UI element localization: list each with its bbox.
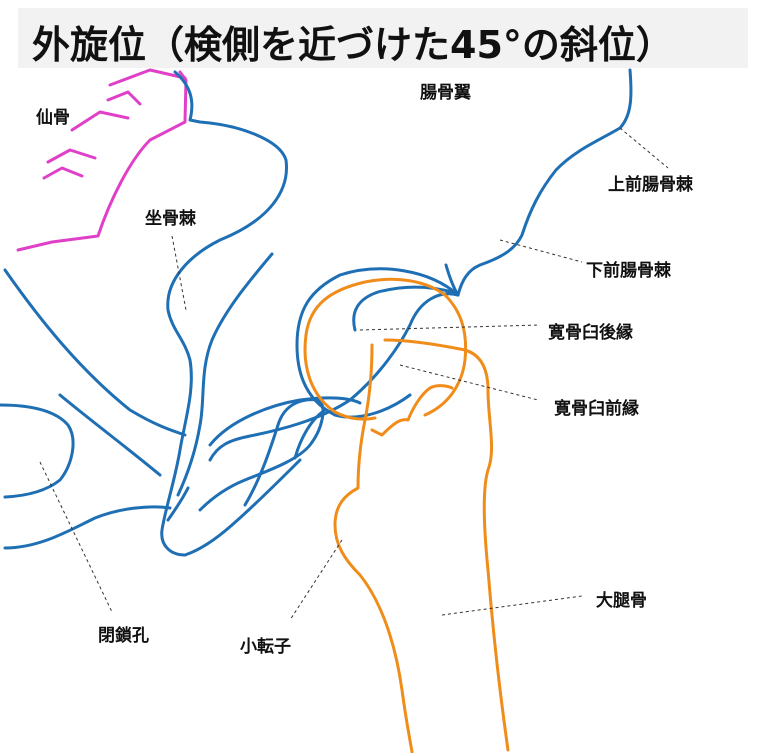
- pelvis-outline: [0, 68, 633, 557]
- label-aiis: 下前腸骨棘: [586, 261, 671, 281]
- leader-lesser-trochanter: [289, 539, 343, 621]
- label-ischial-spine: 坐骨棘: [145, 209, 196, 229]
- label-posterior-rim: 寛骨臼後縁: [548, 323, 633, 343]
- femur-outline: [303, 277, 510, 753]
- leader-posterior-rim: [359, 324, 541, 331]
- label-ilium-wing: 腸骨翼: [420, 83, 471, 103]
- label-femur: 大腿骨: [596, 591, 647, 611]
- label-obturator-foramen: 閉鎖孔: [98, 626, 149, 646]
- label-asis: 上前腸骨棘: [608, 175, 693, 195]
- leader-lines: [39, 127, 669, 621]
- title-bar: 外旋位（検側を近づけた45°の斜位）: [18, 8, 748, 68]
- leader-asis: [619, 127, 669, 169]
- sacrum-outline: [16, 68, 188, 252]
- page-title: 外旋位（検側を近づけた45°の斜位）: [32, 23, 674, 67]
- leader-aiis: [499, 239, 583, 263]
- leader-ischial-spine: [171, 235, 187, 311]
- label-lesser-trochanter: 小転子: [240, 637, 291, 657]
- leader-obturator: [39, 461, 113, 613]
- label-anterior-rim: 寛骨臼前縁: [554, 399, 639, 419]
- leader-femur: [441, 595, 583, 616]
- label-sacrum: 仙骨: [36, 108, 70, 128]
